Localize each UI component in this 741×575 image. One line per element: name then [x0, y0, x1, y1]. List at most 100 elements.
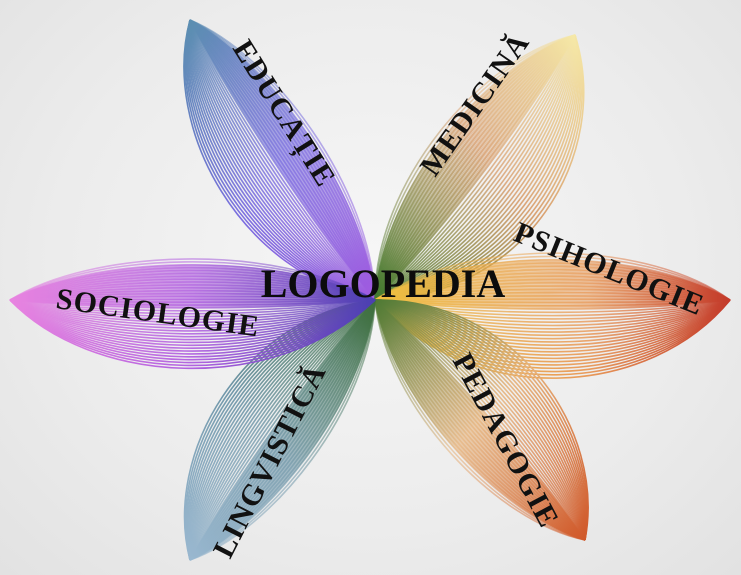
petal-strand [374, 255, 731, 301]
petal-strand [9, 299, 376, 358]
petal-strand [374, 299, 586, 541]
petal-strand [374, 299, 586, 541]
petal-strand [374, 299, 586, 541]
petal-strand [9, 299, 376, 315]
petal-strand [374, 299, 586, 541]
petal-strand [189, 19, 376, 301]
petal-strand [9, 299, 376, 364]
petal-strand [374, 262, 731, 301]
petal-lingvistica [183, 299, 376, 561]
petal-strand [374, 299, 586, 541]
petal-strand [374, 34, 576, 301]
petal-educatie [183, 19, 376, 301]
petal-strand [374, 299, 586, 541]
petal-strand [374, 34, 576, 301]
petal-strand [9, 258, 376, 301]
petal-strand [189, 299, 376, 561]
petal-strand [374, 299, 586, 541]
petal-strand [374, 34, 576, 301]
petal-strand [189, 19, 376, 301]
petal-strand [189, 19, 376, 301]
petal-strand [374, 299, 586, 541]
petal-strand [9, 299, 376, 324]
petal-strand [374, 299, 586, 541]
petal-strand [189, 19, 376, 301]
petal-pedagogie [374, 299, 589, 541]
petal-strand [374, 299, 587, 541]
petal-strand [374, 265, 731, 301]
petal-strand [9, 299, 376, 367]
petal-strand [374, 268, 731, 301]
petal-strand [9, 299, 376, 361]
petal-strand [374, 34, 576, 301]
petal-strand [9, 299, 376, 335]
petal-strand [374, 34, 576, 301]
petal-strand [374, 299, 586, 541]
petal-strand [374, 34, 576, 301]
petal-psihologie [374, 252, 731, 379]
petal-strand [9, 299, 376, 329]
petal-strand [374, 34, 576, 301]
petal-strand [374, 34, 576, 301]
petal-strand [189, 299, 376, 561]
petal-strand [374, 34, 576, 301]
petal-strand [9, 299, 376, 321]
petal-strand [374, 299, 586, 541]
petal-strand [189, 19, 376, 301]
petal-strand [374, 299, 586, 541]
petal-strand [374, 34, 576, 301]
petal-strand [374, 299, 588, 541]
petal-strand [374, 299, 589, 541]
petal-strand [9, 261, 376, 301]
petal-strand [9, 299, 376, 332]
petal-strand [374, 260, 731, 301]
petal-strand [374, 270, 731, 301]
petal-strand [374, 34, 576, 301]
petal-strand [374, 34, 576, 301]
petal-strand [374, 299, 586, 541]
petal-strand [374, 34, 576, 301]
petal-strand [9, 299, 376, 352]
petal-strand [374, 34, 576, 301]
petal-strand [374, 34, 576, 301]
petal-strand [374, 34, 576, 301]
petal-strand [374, 293, 731, 301]
petal-strand [374, 34, 576, 301]
petal-strand [189, 19, 376, 301]
petal-strand [374, 34, 576, 301]
petal-strand [9, 299, 376, 341]
petal-strand [374, 299, 587, 541]
petal-strand [374, 34, 576, 301]
petal-strand [374, 299, 586, 541]
petal-strand [189, 299, 376, 561]
petal-strand [374, 299, 586, 541]
petal-strand [9, 299, 376, 355]
petal-strand [9, 299, 376, 347]
petal-strand [189, 19, 376, 301]
petal-strand [9, 299, 376, 326]
petal-strand [374, 34, 576, 301]
petal-strand [189, 19, 376, 301]
petal-strand [189, 19, 376, 301]
petal-strand [189, 299, 376, 561]
petal-strand [9, 299, 376, 312]
petal-strand [9, 264, 376, 301]
petal-strand [374, 34, 576, 301]
petal-strand [9, 299, 376, 350]
petal-strand [374, 34, 576, 301]
petal-strand [374, 34, 576, 301]
petal-strand [189, 19, 376, 301]
petal-strand [374, 299, 586, 541]
petal-strand [189, 299, 376, 561]
petal-strand [374, 34, 576, 301]
petal-strand [188, 19, 376, 301]
petal-strand [374, 34, 576, 301]
petal-strand [374, 34, 576, 301]
petal-strand [9, 299, 376, 318]
petal-strand [374, 34, 576, 301]
petal-strand [374, 264, 731, 301]
petal-strand [9, 299, 376, 344]
petal-strand [374, 34, 576, 301]
